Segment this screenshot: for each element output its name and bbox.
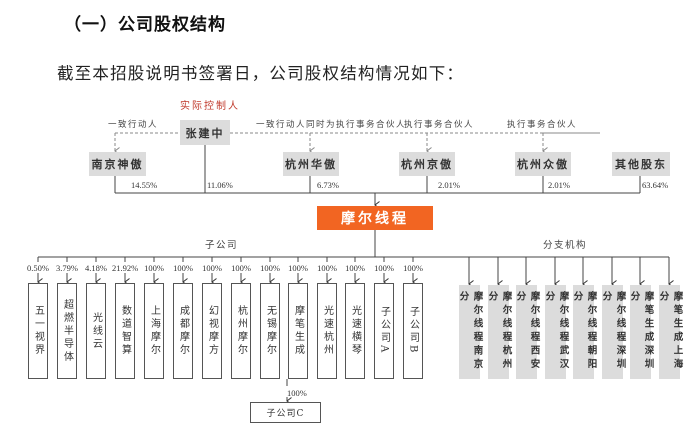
shareholder-box-others[interactable]: 其他股东 (612, 152, 670, 176)
subsidiary-pct: 100% (144, 263, 164, 273)
company-box-moore-threads[interactable]: 摩尔线程 (317, 206, 433, 230)
shareholder-box-hangzhou-zhongao[interactable]: 杭州众傲 (515, 152, 571, 176)
subsidiaries-label: 子公司 (205, 240, 239, 251)
subsidiary-box[interactable]: 光速横琴 (345, 283, 365, 379)
subsidiary-box[interactable]: 上海摩尔 (144, 283, 164, 379)
subsidiary-name: 光速杭州 (321, 305, 333, 357)
subsidiary-pct: 100% (231, 263, 251, 273)
subsidiary-box[interactable]: 数道智算 (115, 283, 135, 379)
sub-subsidiary-box-c[interactable]: 子公司C (250, 402, 321, 423)
company-name: 摩尔线程 (341, 211, 409, 227)
subsidiary-name: 数道智算 (119, 305, 131, 357)
branch-name: 摩笔生成上海分 (657, 291, 683, 372)
controller-box[interactable]: 张建中 (180, 120, 230, 145)
subsidiary-box[interactable]: 子公司B (403, 283, 423, 379)
sub-subsidiary-name: 子公司C (266, 409, 305, 419)
subsidiary-pct: 4.18% (85, 263, 107, 273)
subsidiary-pct: 100% (288, 263, 308, 273)
subsidiary-pct: 3.79% (56, 263, 78, 273)
shareholder-name: 杭州众傲 (517, 158, 569, 171)
subsidiary-box[interactable]: 子公司A (374, 283, 394, 379)
shareholder-name: 杭州京傲 (401, 158, 453, 171)
branches-label: 分支机构 (543, 240, 588, 251)
subsidiary-name: 成都摩尔 (177, 305, 189, 357)
shareholder-box-hangzhou-jingao[interactable]: 杭州京傲 (399, 152, 455, 176)
subsidiary-pct: 21.92% (112, 263, 139, 273)
shareholding-pct-zhang-jianzhong: 11.06% (207, 180, 233, 190)
subsidiary-pct: 100% (173, 263, 193, 273)
subsidiary-name: 杭州摩尔 (235, 305, 247, 357)
shareholder-name: 杭州华傲 (285, 158, 337, 171)
shareholding-pct-hangzhou-jingao: 2.01% (438, 180, 460, 190)
shareholder-name: 南京神傲 (91, 158, 144, 171)
shareholder-box-hangzhou-huaao[interactable]: 杭州华傲 (283, 152, 339, 176)
subsidiary-box[interactable]: 光线云 (86, 283, 106, 379)
branch-box[interactable]: 摩尔线程朝阳分 (572, 285, 597, 379)
shareholding-pct-hangzhou-huaao: 6.73% (317, 180, 339, 190)
section-heading: （一）公司股权结构 (64, 15, 226, 35)
branch-box[interactable]: 摩尔线程武汉分 (544, 285, 569, 379)
subsidiary-pct: 100% (202, 263, 222, 273)
controller-name: 张建中 (185, 126, 225, 140)
subsidiary-box[interactable]: 光速杭州 (317, 283, 337, 379)
subsidiary-name: 光速横琴 (349, 305, 361, 357)
intro-paragraph: 截至本招股说明书签署日，公司股权结构情况如下： (57, 64, 465, 83)
subsidiary-name: 子公司B (407, 306, 419, 356)
branch-name: 摩笔生成深圳分 (628, 291, 654, 372)
branch-box[interactable]: 摩尔线程西安分 (515, 285, 540, 379)
branch-box[interactable]: 摩尔线程杭州分 (487, 285, 512, 379)
subsidiary-box[interactable]: 五一视界 (28, 283, 48, 379)
branch-name: 摩尔线程杭州分 (486, 291, 512, 372)
subsidiary-name: 摩笔生成 (292, 305, 304, 357)
subsidiary-pct: 0.50% (27, 263, 49, 273)
subsidiary-name: 无锡摩尔 (264, 305, 276, 357)
relation-label-concert-gp: 一致行动人同时为执行事务合伙人 (256, 120, 407, 130)
subsidiary-pct: 100% (374, 263, 394, 273)
subsidiary-name: 上海摩尔 (148, 305, 160, 357)
branch-box[interactable]: 摩尔线程深圳分 (601, 285, 626, 379)
shareholder-name: 其他股东 (615, 158, 667, 171)
shareholder-box-nanjing-shenao[interactable]: 南京神傲 (89, 152, 146, 176)
subsidiary-pct: 100% (345, 263, 365, 273)
branch-box[interactable]: 摩笔生成深圳分 (629, 285, 654, 379)
subsidiary-name: 子公司A (378, 306, 390, 356)
shareholding-pct-nanjing-shenao: 14.55% (131, 180, 158, 190)
subsidiary-name: 幻视摩方 (206, 305, 218, 357)
branch-name: 摩尔线程南京分 (457, 291, 483, 372)
subsidiary-pct: 100% (317, 263, 337, 273)
subsidiary-name: 超燃半导体 (61, 298, 73, 364)
subsidiary-box[interactable]: 摩笔生成 (288, 283, 308, 379)
subsidiary-pct: 100% (260, 263, 280, 273)
relation-label-concert: 一致行动人 (108, 120, 159, 130)
relation-label-gp-1: 执行事务合伙人 (404, 120, 475, 130)
subsidiary-box[interactable]: 杭州摩尔 (231, 283, 251, 379)
relation-label-gp-2: 执行事务合伙人 (507, 120, 578, 130)
branch-box[interactable]: 摩尔线程南京分 (458, 285, 483, 379)
subsidiary-name: 五一视界 (32, 305, 44, 357)
subsidiary-box[interactable]: 成都摩尔 (173, 283, 193, 379)
shareholding-pct-hangzhou-zhongao: 2.01% (548, 180, 570, 190)
subsidiary-box[interactable]: 幻视摩方 (202, 283, 222, 379)
subsidiary-name: 光线云 (90, 311, 102, 351)
branch-name: 摩尔线程深圳分 (600, 291, 626, 372)
sub-subsidiary-pct: 100% (287, 388, 307, 398)
shareholding-pct-others: 63.64% (642, 180, 669, 190)
subsidiary-box[interactable]: 超燃半导体 (57, 283, 77, 379)
subsidiary-box[interactable]: 无锡摩尔 (260, 283, 280, 379)
branch-name: 摩尔线程西安分 (514, 291, 540, 372)
branch-name: 摩尔线程朝阳分 (571, 291, 597, 372)
controller-role-label: 实际控制人 (180, 101, 240, 112)
branch-box[interactable]: 摩笔生成上海分 (658, 285, 683, 379)
branch-name: 摩尔线程武汉分 (543, 291, 569, 372)
subsidiary-pct: 100% (403, 263, 423, 273)
